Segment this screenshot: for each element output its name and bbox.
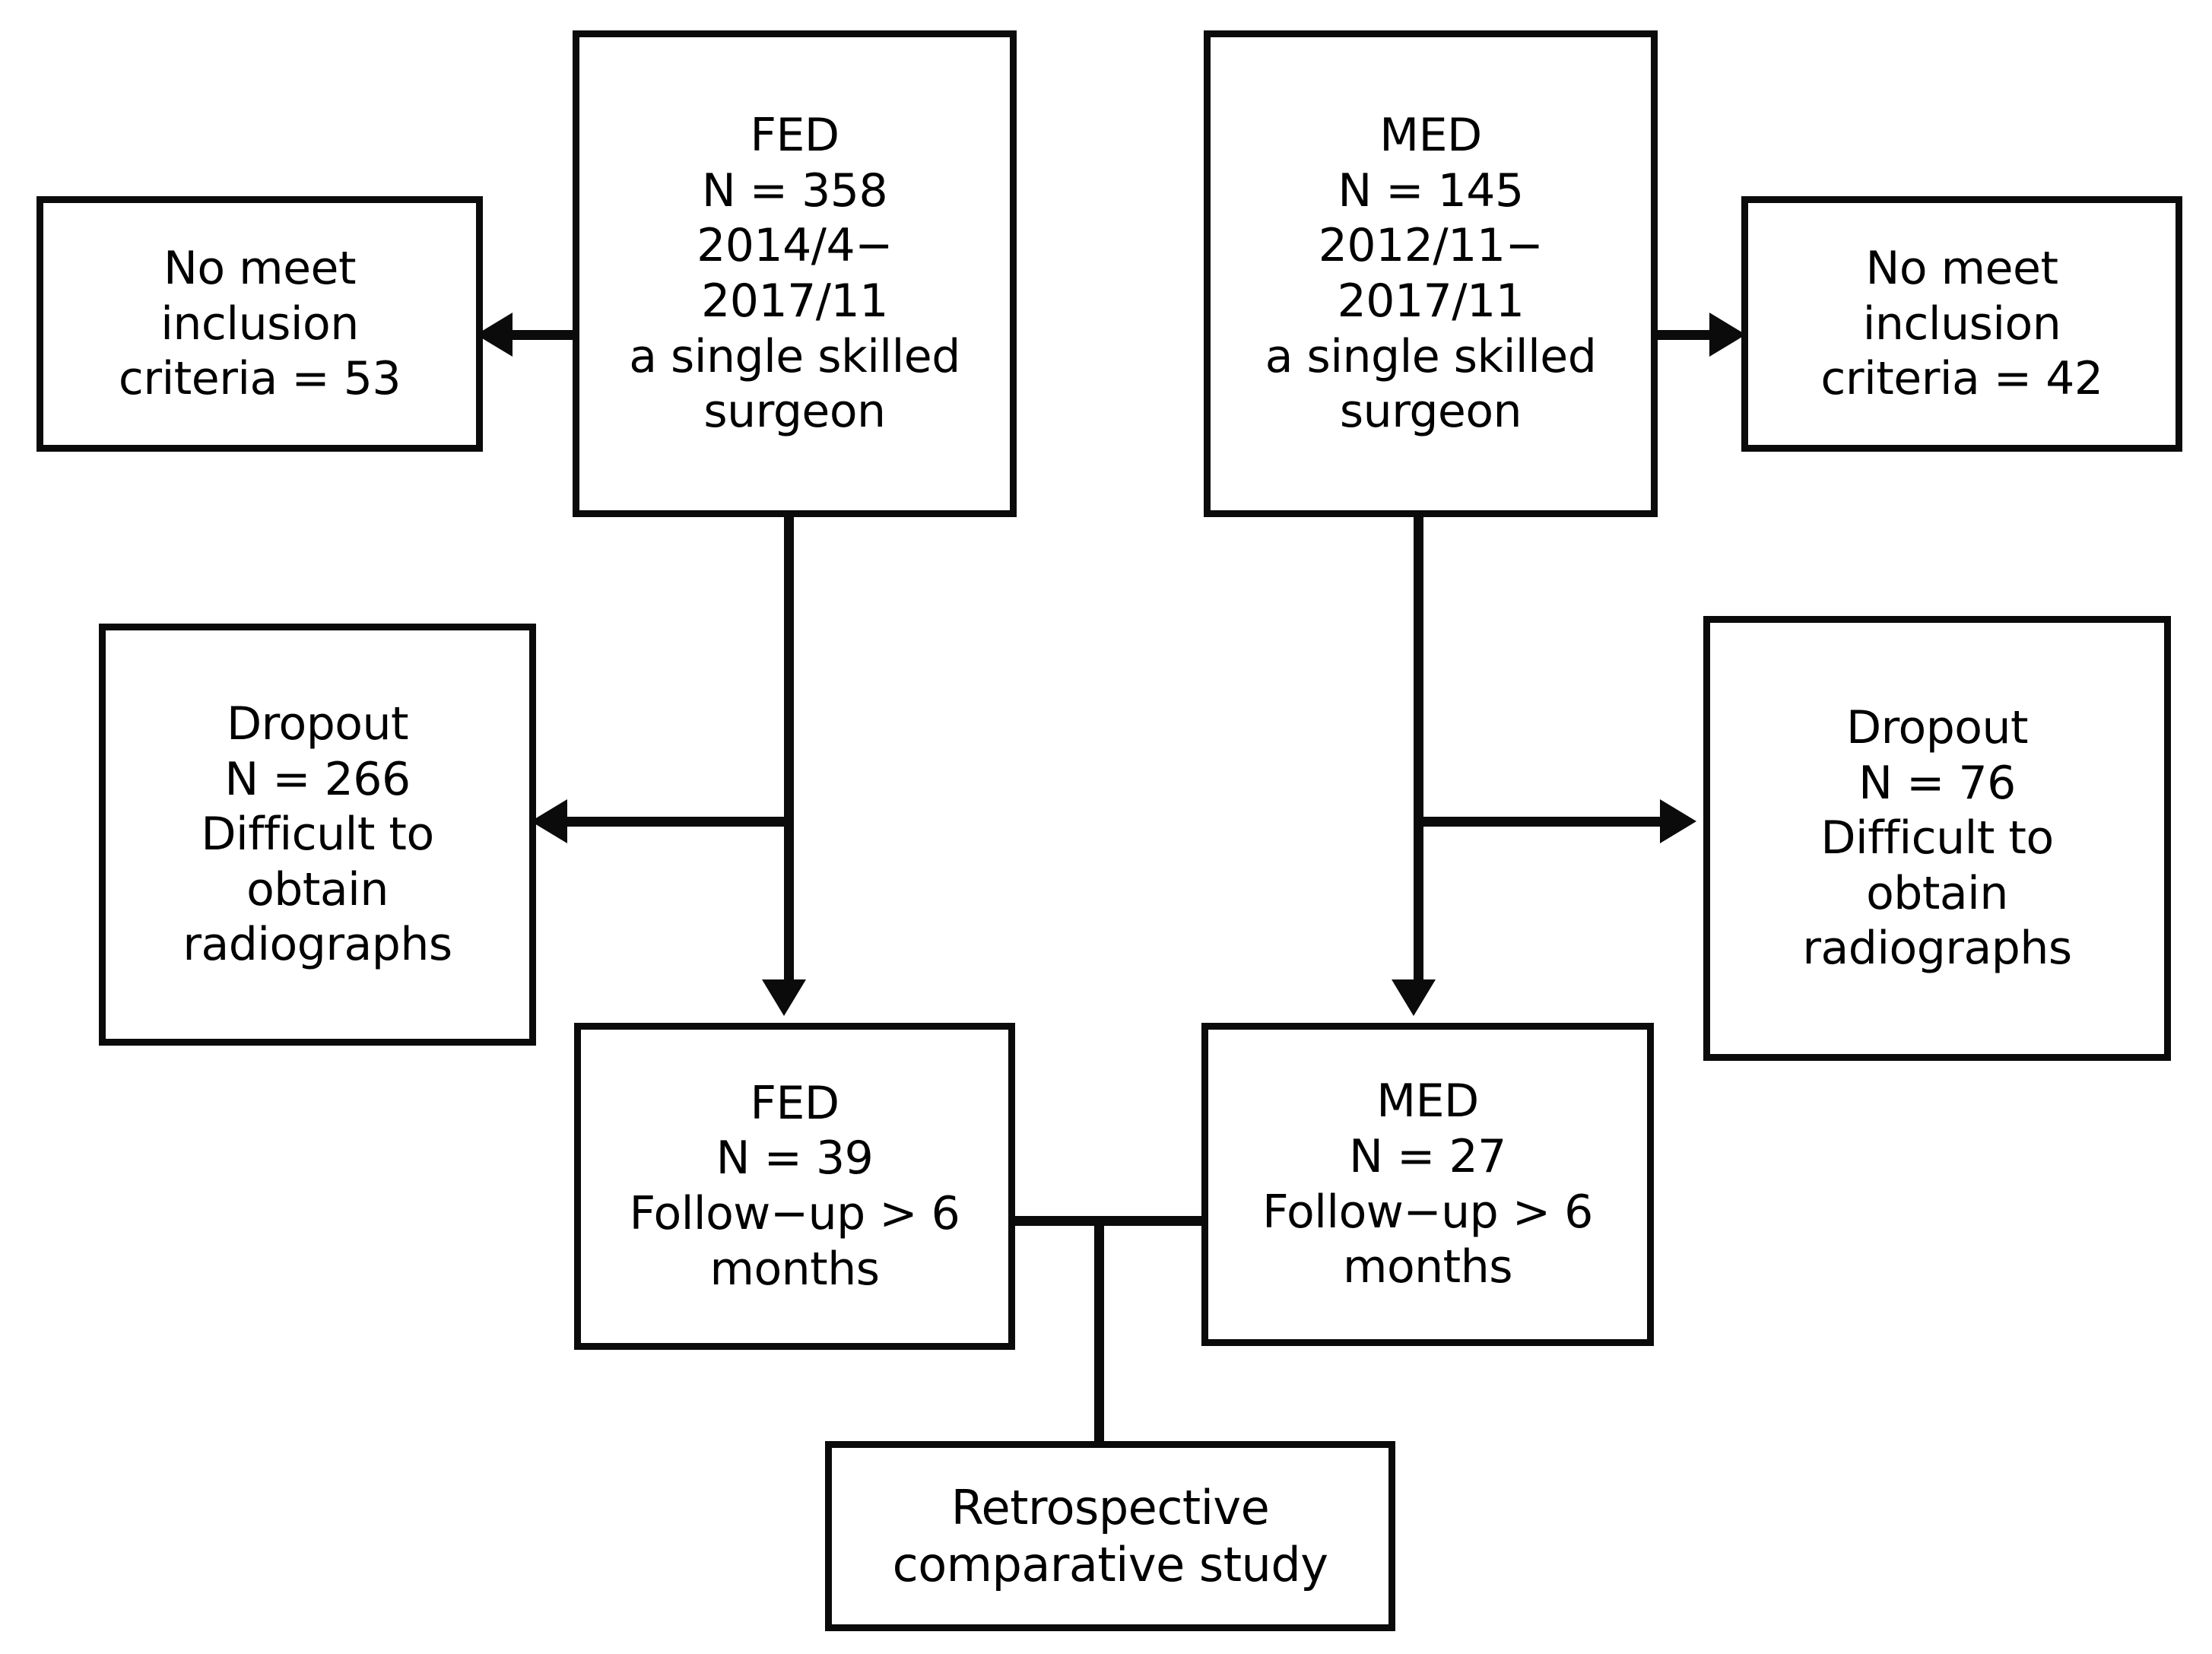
node-fed-top-line-1: FED [750,109,839,163]
node-fed-bottom-line-3: Follow−up > 6 [629,1187,960,1240]
node-dropout-right-line-4: obtain [1866,866,2008,920]
node-retrospective-comparative-study: Retrospective comparative study [825,1441,1395,1631]
node-fed-top-line-3: 2014/4− [697,219,893,273]
node-nomeet-right-line-1: No meet [1865,242,2058,296]
node-med-top-line-2: N = 145 [1338,163,1524,217]
node-dropout-right-line-3: Difficult to [1820,811,2054,865]
connector-med-top-to-med-bottom [1414,514,1423,986]
connector-fed-top-to-fed-bottom [784,514,794,986]
node-retro-line-1: Retrospective [950,1479,1270,1535]
node-fed-bottom-line-2: N = 39 [716,1132,874,1186]
node-med-bottom-line-2: N = 27 [1349,1129,1506,1183]
node-dropout-right-line-5: radiographs [1802,922,2072,976]
node-dropout-right-line-2: N = 76 [1858,756,2016,810]
node-dropout-right-line-1: Dropout [1845,701,2029,755]
node-dropout-left-line-3: Difficult to [201,808,434,862]
node-fed-bottom: FED N = 39 Follow−up > 6 months [574,1023,1015,1350]
node-med-top: MED N = 145 2012/11− 2017/11 a single sk… [1204,30,1658,517]
node-med-bottom-line-1: MED [1376,1075,1479,1129]
node-med-top-line-5: a single skilled [1265,329,1597,383]
node-retro-line-2: comparative study [892,1537,1328,1592]
node-dropout-med: Dropout N = 76 Difficult to obtain radio… [1703,616,2171,1061]
arrowhead-right-icon [1660,799,1696,843]
node-fed-top-line-4: 2017/11 [701,275,888,328]
node-med-bottom-line-4: months [1343,1240,1513,1294]
arrowhead-down-icon [1392,979,1436,1016]
node-nomeet-left-line-2: inclusion [160,297,359,351]
arrowhead-left-icon [531,799,567,843]
node-med-top-line-3: 2012/11− [1318,219,1544,273]
node-dropout-left-line-4: obtain [246,862,389,916]
node-dropout-left-line-1: Dropout [226,697,409,751]
node-no-meet-inclusion-criteria-med: No meet inclusion criteria = 42 [1741,196,2182,452]
node-nomeet-left-line-1: No meet [163,242,356,296]
arrowhead-right-icon [1709,313,1746,357]
node-fed-top-line-6: surgeon [703,385,886,439]
connector-med-to-nomeet-right [1654,330,1724,340]
connector-med-to-dropout-right [1417,817,1660,827]
arrowhead-down-icon [762,979,806,1016]
node-fed-bottom-line-1: FED [750,1076,839,1130]
node-nomeet-right-line-3: criteria = 42 [1820,352,2103,406]
node-med-bottom-line-3: Follow−up > 6 [1262,1185,1593,1239]
node-no-meet-inclusion-criteria-fed: No meet inclusion criteria = 53 [36,196,483,452]
node-dropout-left-line-2: N = 266 [224,752,411,806]
connector-fed-to-dropout-left [566,817,789,827]
connector-fed-to-nomeet-left [509,330,578,340]
node-fed-top-line-5: a single skilled [629,329,960,383]
node-dropout-left-line-5: radiographs [182,918,452,972]
node-fed-top: FED N = 358 2014/4− 2017/11 a single ski… [573,30,1017,517]
connector-fed-bottom-to-med-bottom [1009,1216,1207,1226]
node-med-top-line-4: 2017/11 [1337,275,1525,328]
node-fed-bottom-line-4: months [709,1242,881,1296]
node-fed-top-line-2: N = 358 [701,163,888,217]
node-nomeet-left-line-3: criteria = 53 [118,352,401,406]
node-nomeet-right-line-2: inclusion [1862,297,2061,351]
node-dropout-fed: Dropout N = 266 Difficult to obtain radi… [99,624,536,1046]
node-med-bottom: MED N = 27 Follow−up > 6 months [1201,1023,1654,1346]
node-med-top-line-1: MED [1379,109,1482,163]
node-med-top-line-6: surgeon [1339,385,1522,439]
connector-join-to-retrospective [1094,1216,1104,1444]
